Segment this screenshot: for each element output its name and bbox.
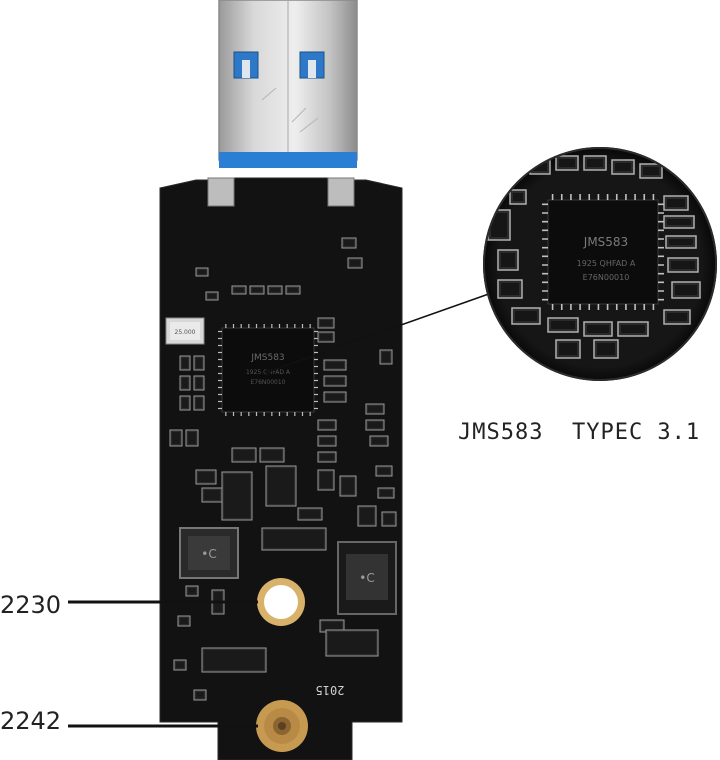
usb-latch-right bbox=[299, 51, 325, 79]
chip-line-2: E76N00010 bbox=[250, 379, 285, 386]
svg-text:•C: •C bbox=[201, 547, 216, 561]
board-year: 2015 bbox=[316, 683, 345, 697]
pcb-board: 25.000 JMS583 1925 QHFAD A E76N00010 •C … bbox=[159, 177, 403, 760]
lens-chip-line-1: 1925 QHFAD A bbox=[577, 259, 636, 268]
lens-chip-line-2: E76N00010 bbox=[583, 273, 630, 282]
svg-text:•C: •C bbox=[359, 571, 374, 585]
inductor-right: •C bbox=[337, 541, 397, 615]
crystal-oscillator: 25.000 bbox=[165, 317, 205, 345]
mount-hole-2230 bbox=[257, 578, 305, 626]
usb-latch-left bbox=[233, 51, 259, 79]
chip-brand: JMS583 bbox=[250, 353, 284, 363]
smd-components bbox=[169, 237, 397, 701]
pointer-line bbox=[267, 289, 501, 373]
usb-a-plug bbox=[218, 0, 358, 168]
label-2230: 2230 bbox=[0, 591, 62, 619]
label-2242: 2242 bbox=[0, 707, 62, 735]
product-caption: JMS583 TYPEC 3.1 bbox=[458, 420, 701, 445]
usb-insulator bbox=[219, 152, 357, 168]
crystal-marking: 25.000 bbox=[175, 329, 196, 336]
inductor-left: •C bbox=[179, 527, 239, 579]
magnifier-lens: JMS583 1925 QHFAD A E76N00010 bbox=[483, 147, 717, 381]
mount-hole-2242 bbox=[256, 700, 308, 752]
lens-chip-brand: JMS583 bbox=[583, 235, 628, 249]
